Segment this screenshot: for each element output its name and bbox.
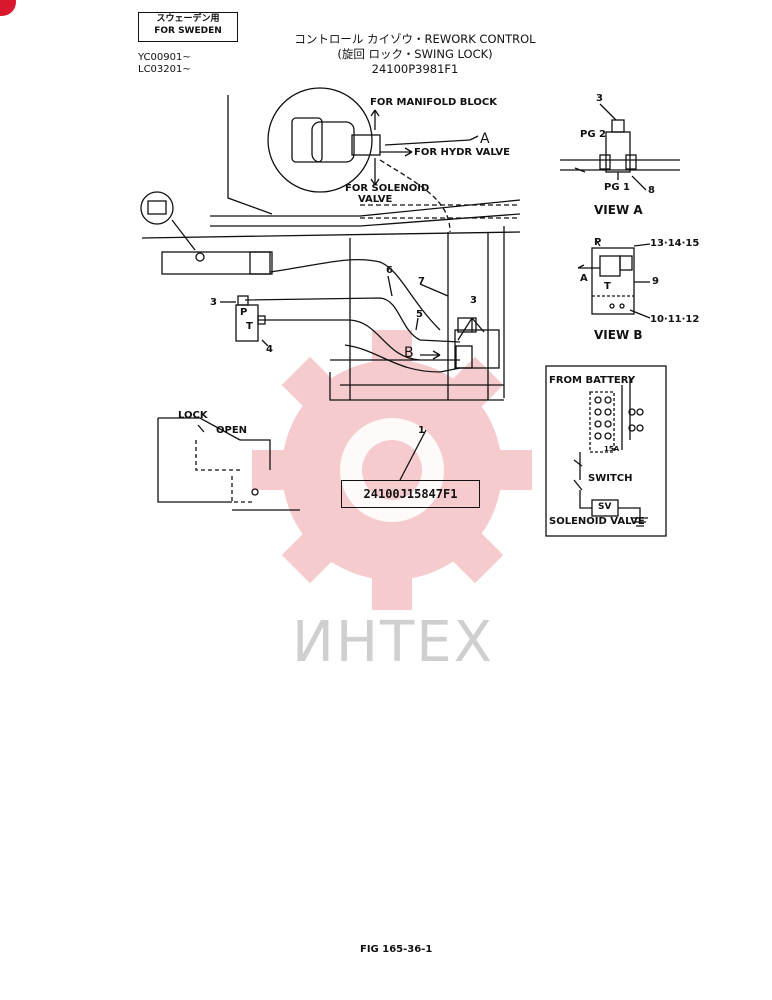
title-code: 24100P3981F1 <box>371 62 459 76</box>
port-p-label: P <box>240 307 248 318</box>
title-line1: コントロール カイゾウ・REWORK CONTROL <box>294 32 536 46</box>
callout-7: 7 <box>418 276 425 287</box>
callout-6: 6 <box>386 265 393 276</box>
viewb-a: A <box>580 273 588 284</box>
viewa-callout-3: 3 <box>596 93 603 104</box>
watermark-text: ИНТЕХ <box>292 610 494 675</box>
label-fuse: 15A <box>604 445 620 453</box>
viewb-callout-10: 10·11·12 <box>650 314 700 325</box>
label-pg1: PG 1 <box>604 182 630 193</box>
title-line2: (旋回 ロック・SWING LOCK) <box>337 47 493 61</box>
label-for-solenoid-1: FOR SOLENOID <box>345 183 430 194</box>
label-sv: SV <box>598 502 612 512</box>
figure-number: FIG 165-36-1 <box>360 944 433 955</box>
arrow-a-label: A <box>480 131 490 147</box>
label-for-hydr: FOR HYDR VALVE <box>414 147 510 158</box>
label-pg2: PG 2 <box>580 129 606 140</box>
callout-1: 1 <box>418 425 425 436</box>
viewb-callout-9: 9 <box>652 276 659 287</box>
port-t-label: T <box>246 321 253 332</box>
region-label-en: FOR SWEDEN <box>154 26 222 36</box>
label-solenoid-valve: SOLENOID VALVE <box>549 516 645 527</box>
callout-3-right: 3 <box>470 295 477 306</box>
viewa-callout-8: 8 <box>648 185 655 196</box>
label-open: OPEN <box>216 425 248 436</box>
serial-range: YC00901~ LC03201~ <box>138 52 191 76</box>
arrow-b-label: B <box>404 345 414 361</box>
viewb-p: P <box>594 237 602 248</box>
part-number-box: 24100J15847F1 <box>341 480 480 508</box>
label-from-battery: FROM BATTERY <box>549 375 636 386</box>
serial-1: YC00901~ <box>138 52 191 63</box>
region-label-jp: スウェーデン用 <box>156 14 220 24</box>
view-b-title: VIEW B <box>594 328 643 342</box>
viewb-callout-13: 13·14·15 <box>650 238 700 249</box>
viewb-t: T <box>604 281 611 292</box>
callout-4: 4 <box>266 344 273 355</box>
label-lock: LOCK <box>178 410 208 421</box>
callout-5: 5 <box>416 309 423 320</box>
label-switch: SWITCH <box>588 473 633 484</box>
label-for-solenoid-2: VALVE <box>358 194 393 205</box>
serial-2: LC03201~ <box>138 64 191 75</box>
title-block: コントロール カイゾウ・REWORK CONTROL (旋回 ロック・SWING… <box>250 32 580 77</box>
view-a-title: VIEW A <box>594 203 643 217</box>
label-for-manifold: FOR MANIFOLD BLOCK <box>370 97 498 108</box>
region-box: スウェーデン用 FOR SWEDEN <box>138 12 238 42</box>
callout-3-left: 3 <box>210 297 217 308</box>
